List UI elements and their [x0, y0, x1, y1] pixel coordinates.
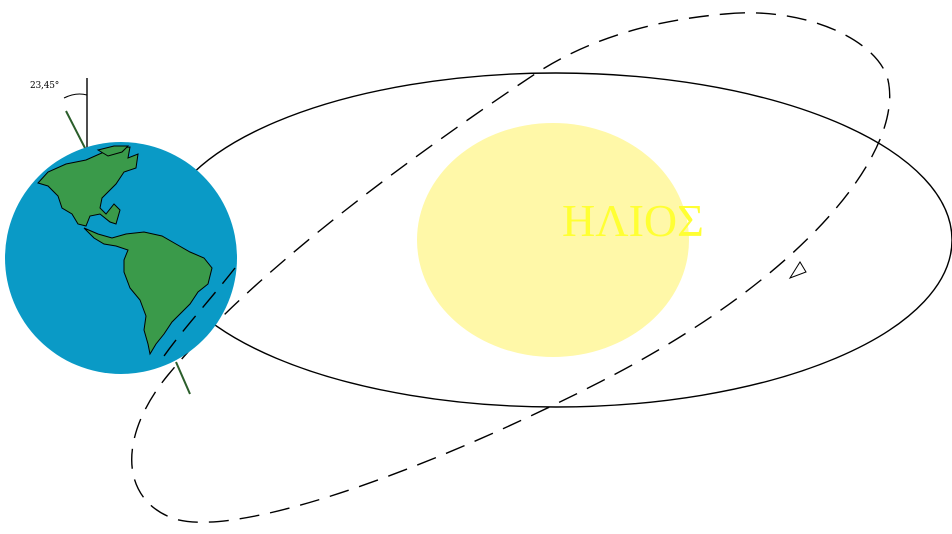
earth-axis-south: [176, 362, 190, 394]
sun-label: ΗΛΙΟΣ: [562, 198, 704, 244]
tilt-angle-label: 23,45°: [30, 81, 59, 91]
orbit-direction-mark: [790, 262, 806, 278]
earth-axis-north: [66, 111, 86, 150]
tilt-arc: [64, 94, 87, 98]
